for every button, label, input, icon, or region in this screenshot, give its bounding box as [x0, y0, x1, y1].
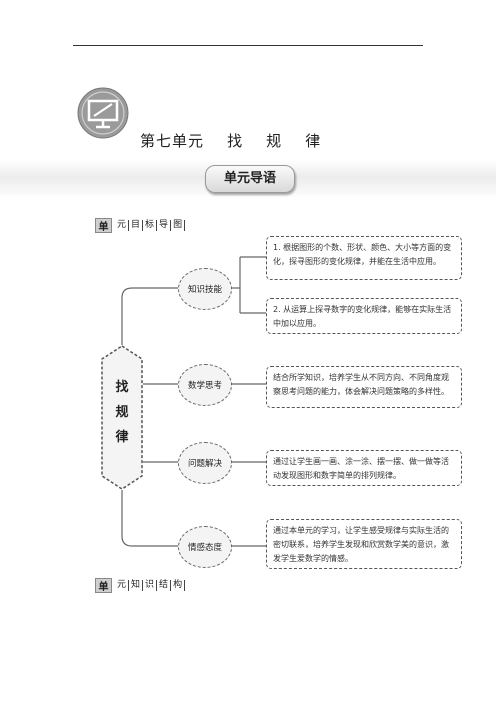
description-text: 1. 根据图形的个数、形状、颜色、大小等方面的变化，探寻图形的变化规律，并能在生… — [273, 243, 452, 266]
section-goals-char: 导 — [157, 220, 172, 231]
section-goals-heading: 单 元 目 标 导 图 — [95, 218, 186, 233]
description-text: 2. 从运算上探寻数字的变化规律，能够在实际生活中加以应用。 — [273, 305, 452, 328]
node-label: 数学思考 — [187, 381, 222, 391]
root-char: 找 — [115, 380, 129, 395]
node-emotion-attitude: 情感态度 — [178, 526, 232, 568]
section-goals-badge: 单 — [95, 218, 112, 233]
connector-line — [121, 287, 178, 345]
node-label: 知识技能 — [187, 285, 222, 295]
section-structure-char: 知 — [129, 580, 144, 591]
section-structure-heading: 单 元 知 识 结 构 — [95, 578, 186, 593]
section-structure-char: 识 — [143, 580, 158, 591]
description-box: 通过让学生画一画、涂一涂、摆一摆、做一做等活动发现图形和数字简单的排列规律。 — [266, 450, 462, 486]
node-problem-solving: 问题解决 — [178, 442, 232, 484]
top-rule — [73, 45, 423, 46]
description-text: 通过本单元的学习，让学生感受规律与实际生活的密切联系，培养学生发现和欣赏数学美的… — [273, 526, 449, 563]
root-char: 律 — [115, 430, 129, 445]
description-box: 2. 从运算上探寻数字的变化规律，能够在实际生活中加以应用。 — [266, 298, 462, 334]
root-node-label: 找 规 律 — [101, 375, 143, 450]
unit-guide-tab[interactable]: 单元导语 — [205, 165, 295, 193]
root-char: 规 — [115, 405, 129, 420]
node-knowledge-skills: 知识技能 — [178, 268, 232, 310]
node-math-thinking: 数学思考 — [178, 364, 232, 406]
node-label: 问题解决 — [187, 459, 222, 469]
section-goals-char: 标 — [143, 220, 158, 231]
connector-line — [121, 490, 178, 547]
description-box: 1. 根据图形的个数、形状、颜色、大小等方面的变化，探寻图形的变化规律，并能在生… — [266, 236, 462, 280]
node-label: 情感态度 — [187, 543, 222, 553]
section-goals-char: 元 — [115, 220, 130, 231]
section-structure-char: 元 — [115, 580, 130, 591]
section-goals-char: 图 — [171, 220, 186, 231]
description-box: 通过本单元的学习，让学生感受规律与实际生活的密切联系，培养学生发现和欣赏数学美的… — [266, 519, 462, 569]
section-structure-char: 结 — [157, 580, 172, 591]
section-structure-badge: 单 — [95, 578, 112, 593]
unit-title: 第七单元 找 规 律 — [140, 132, 322, 150]
root-node-shape — [101, 345, 143, 490]
description-text: 通过让学生画一画、涂一涂、摆一摆、做一做等活动发现图形和数字简单的排列规律。 — [273, 457, 449, 480]
description-box: 结合所学知识，培养学生从不同方向、不同角度观察思考问题的能力，体会解决问题策略的… — [266, 366, 462, 408]
description-text: 结合所学知识，培养学生从不同方向、不同角度观察思考问题的能力，体会解决问题策略的… — [273, 373, 449, 396]
unit-guide-label: 单元导语 — [223, 171, 276, 186]
section-structure-char: 构 — [171, 580, 186, 591]
presentation-board-icon — [77, 87, 129, 139]
section-goals-char: 目 — [129, 220, 144, 231]
